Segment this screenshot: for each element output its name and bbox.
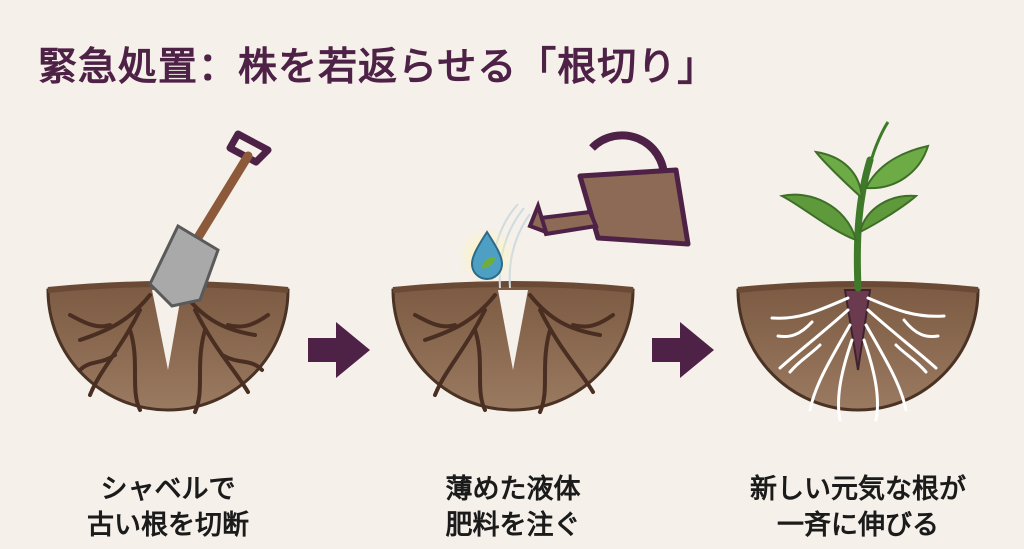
step-2-soil-bowl (391, 281, 635, 412)
shovel-icon (148, 130, 272, 308)
arrow-right-icon (308, 322, 370, 378)
step-1-caption-line-2: 古い根を切断 (87, 510, 249, 541)
page-title: 緊急処置：株を若返らせる「根切り」 (38, 45, 718, 90)
step-1-caption-line-1: シャベルで (100, 474, 236, 505)
step-3-soil-bowl (736, 281, 980, 412)
fertilizer-drop-icon (459, 228, 515, 284)
old-roots-middle (413, 293, 615, 414)
step-1-caption: シャベルで 古い根を切断 (18, 472, 318, 544)
step-3-caption: 新しい元気な根が 一斉に伸びる (708, 472, 1008, 544)
watering-can-icon (527, 131, 691, 247)
sprout-plant-icon (779, 121, 930, 292)
step-3-caption-line-2: 一斉に伸びる (777, 510, 939, 541)
arrow-right-icon (652, 322, 714, 378)
step-2-caption-line-1: 薄めた液体 (445, 474, 581, 505)
step-2-caption: 薄めた液体 肥料を注ぐ (363, 472, 663, 544)
new-roots (770, 296, 946, 422)
step-2-caption-line-2: 肥料を注ぐ (445, 510, 581, 541)
step-3-caption-line-1: 新しい元気な根が (750, 474, 966, 505)
